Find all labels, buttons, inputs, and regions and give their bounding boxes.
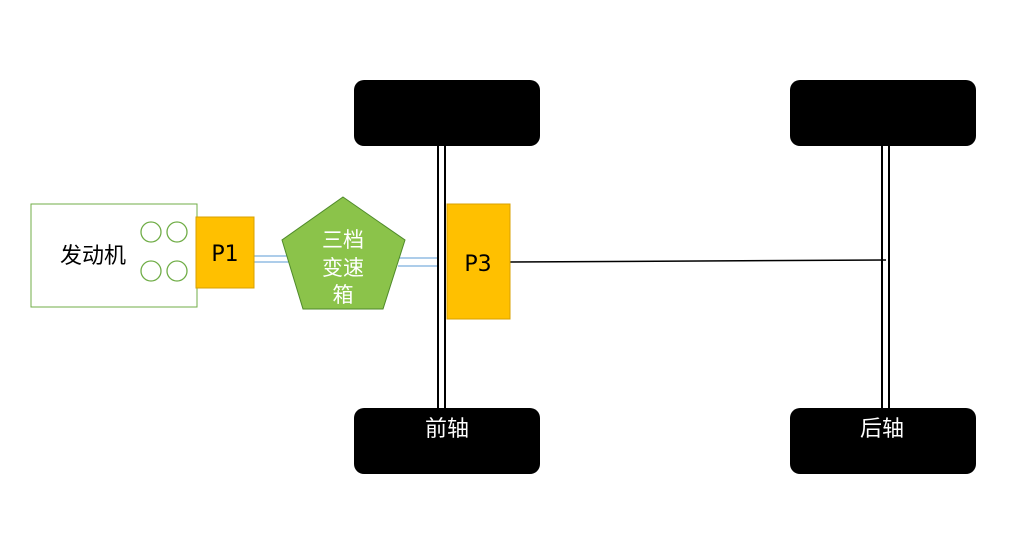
rear-axle-label: 后轴 [860, 417, 904, 442]
p3-motor-box [446, 203, 511, 320]
rear-axle-shaft [881, 145, 890, 410]
gearbox-label-line3: 箱 [333, 283, 354, 307]
front-right-wheel [354, 408, 540, 474]
p1-motor-label: P1 [211, 242, 238, 267]
gearbox-pentagon [281, 196, 406, 310]
rear-right-wheel [790, 408, 976, 474]
gearbox-label-line1: 三档 [322, 228, 364, 252]
propeller-shaft [509, 259, 887, 263]
gearbox-label-line2: 变速 [322, 256, 364, 280]
drive-link-lines [254, 255, 437, 267]
engine-label: 发动机 [60, 244, 126, 269]
front-axle-shaft [437, 145, 446, 410]
front-left-wheel [354, 80, 540, 146]
p1-motor-box [195, 216, 255, 289]
rear-left-wheel [790, 80, 976, 146]
p3-motor-label: P3 [464, 252, 491, 277]
engine-box [30, 203, 198, 308]
front-axle-label: 前轴 [425, 417, 469, 442]
engine-cylinder-icon [140, 221, 188, 282]
